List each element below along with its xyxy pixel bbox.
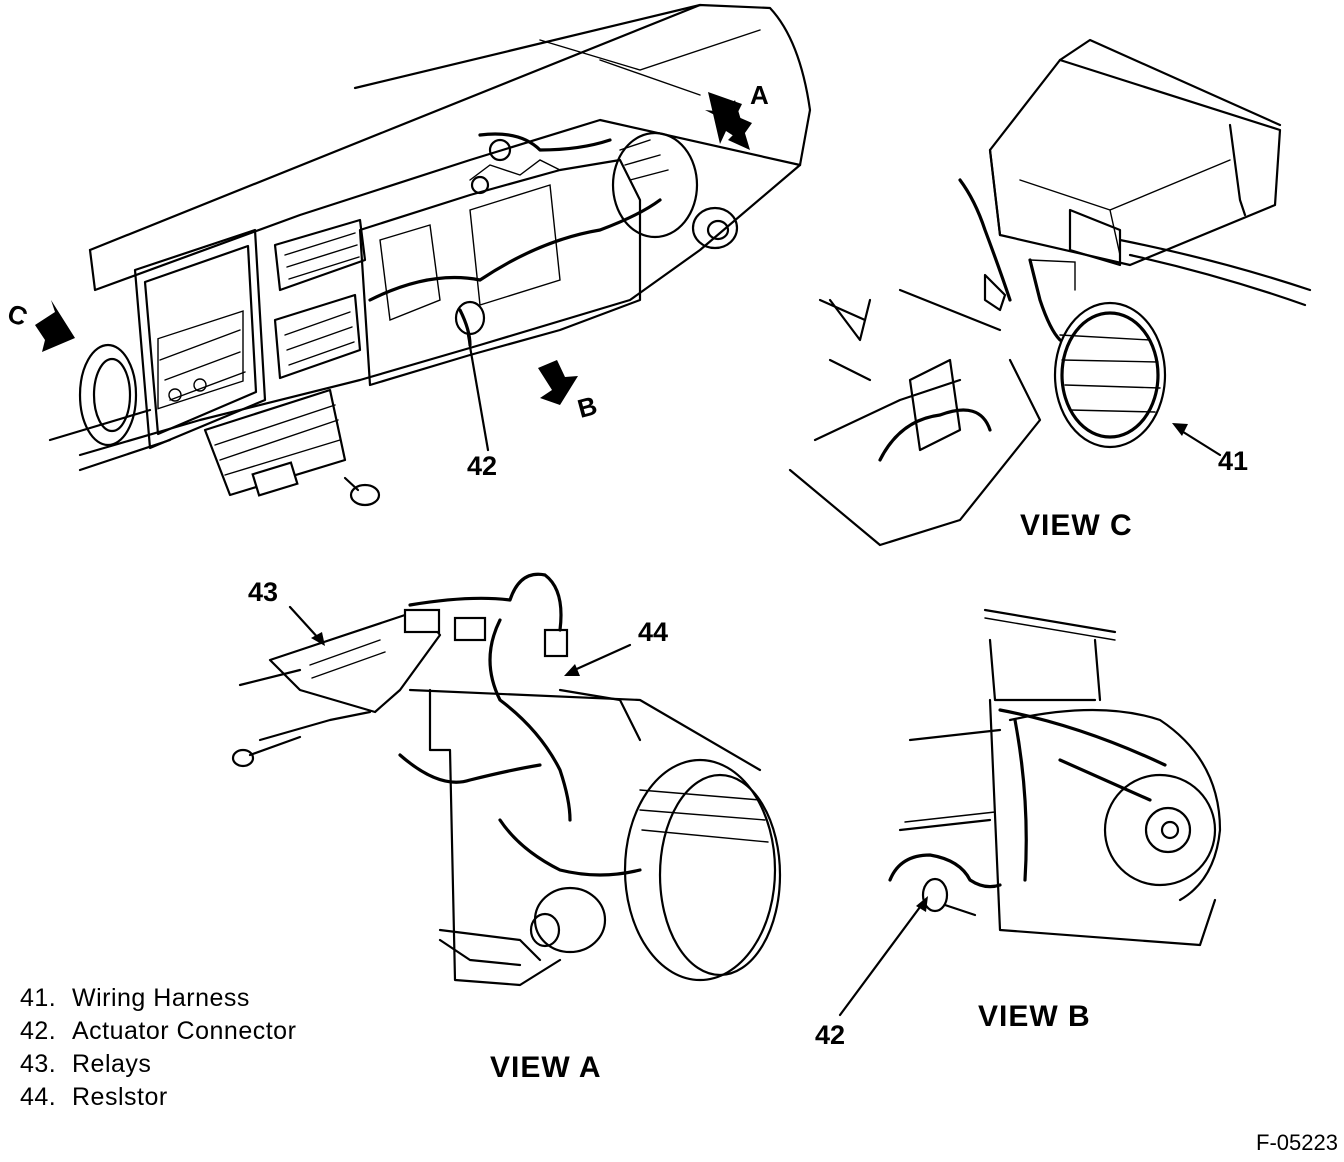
callout-44: 44 — [638, 617, 669, 647]
callout-43: 43 — [248, 577, 279, 607]
legend-item-42: 42. Actuator Connector — [20, 1015, 296, 1048]
figure-id: F-05223 — [1256, 1130, 1338, 1155]
legend-item-41: 41. Wiring Harness — [20, 982, 296, 1015]
view-a-title: VIEW A — [490, 1051, 602, 1084]
instrument-panel-drawing — [35, 3, 812, 507]
arrow-a-label: A — [750, 80, 769, 110]
legend-label: Wiring Harness — [72, 984, 250, 1012]
legend-label: Relays — [72, 1050, 152, 1078]
view-b-drawing — [838, 608, 1222, 1017]
legend-label: Actuator Connector — [72, 1017, 297, 1045]
legend-number: 42. — [20, 1017, 57, 1045]
legend-number: 43. — [20, 1050, 57, 1078]
legend-item-44: 44. Reslstor — [20, 1081, 296, 1114]
callout-42-main: 42 — [467, 451, 498, 481]
arrow-b-icon — [538, 360, 578, 405]
legend-number: 44. — [20, 1083, 57, 1111]
callout-42-view-b: 42 — [815, 1020, 846, 1050]
legend-number: 41. — [20, 984, 57, 1012]
legend-label: Reslstor — [72, 1083, 168, 1111]
legend-item-43: 43. Relays — [20, 1048, 296, 1081]
arrow-c-icon — [35, 300, 75, 352]
callout-41: 41 — [1218, 446, 1249, 476]
view-b-title: VIEW B — [978, 1000, 1091, 1033]
view-c-title: VIEW C — [1020, 509, 1133, 542]
view-c-drawing — [788, 38, 1312, 547]
view-a-drawing — [231, 572, 782, 987]
legend: 41. Wiring Harness 42. Actuator Connecto… — [20, 982, 296, 1114]
